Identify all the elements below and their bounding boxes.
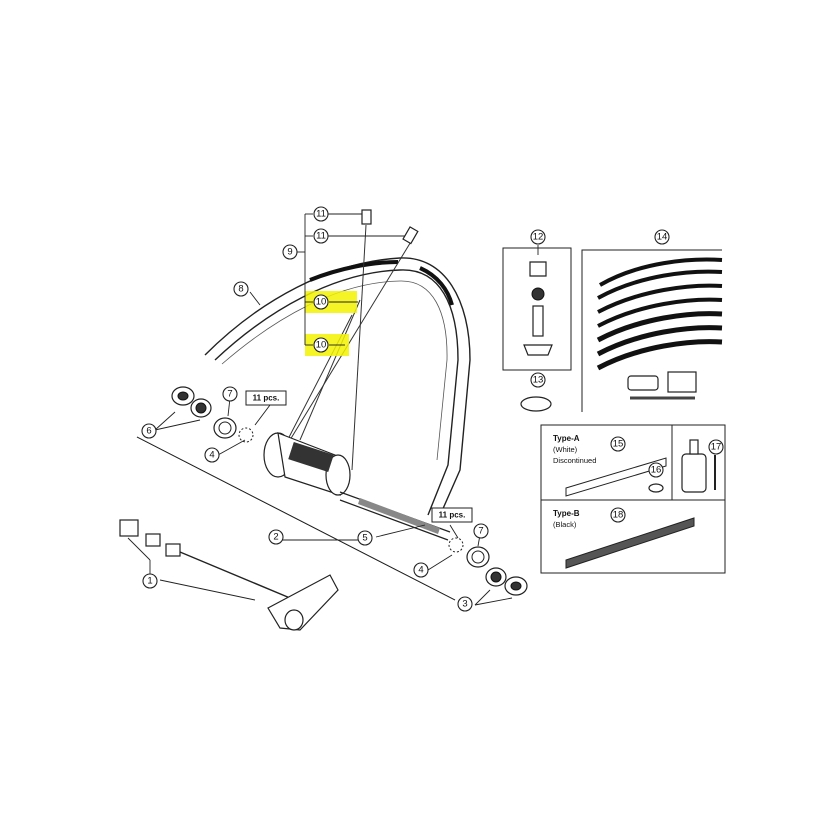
callout-3: 3 [457,596,473,612]
callout-11-second: 11 [313,228,329,244]
callout-11-top: 11 [313,206,329,222]
callout-7-right: 7 [473,523,489,539]
svg-text:5: 5 [362,533,367,544]
spoke-nipple-top [361,209,372,225]
svg-text:3: 3 [462,599,467,610]
spoke-nipple-angled [402,226,419,245]
svg-text:9: 9 [287,247,292,258]
left-ring-7 [213,417,237,439]
svg-text:7: 7 [227,389,232,400]
callout-16: 16 [648,462,664,478]
svg-text:11: 11 [316,209,326,220]
quantity-label-left: 11 pcs. [245,390,287,406]
svg-text:18: 18 [613,510,624,521]
callout-8: 8 [233,281,249,297]
quick-release-skewer [119,519,339,631]
type-b-color: (Black) [553,520,577,529]
left-ball-bearings [238,427,254,443]
callout-9: 9 [282,244,298,260]
svg-text:2: 2 [273,532,278,543]
svg-text:10: 10 [316,297,327,308]
svg-text:12: 12 [533,232,544,243]
rim [204,257,471,521]
svg-text:4: 4 [418,565,423,576]
type-a-title: Type-A [553,434,580,443]
right-bearing-cap [504,576,528,596]
right-ring-7 [466,546,490,568]
svg-text:11: 11 [316,231,326,242]
spokes [284,224,413,471]
callout-4-left: 4 [204,447,220,463]
callout-13: 13 [530,372,546,388]
svg-text:8: 8 [238,284,243,295]
svg-text:17: 17 [711,442,722,453]
callout-1: 1 [142,573,158,589]
rim-tape-box: Type-A (White) Discontinued Type-B (Blac… [540,424,726,574]
right-ball-bearings [448,537,464,553]
callout-2: 2 [268,529,284,545]
left-bearing-cap [171,386,195,406]
callout-6: 6 [141,423,157,439]
svg-text:1: 1 [147,576,152,587]
callout-12: 12 [530,229,546,245]
callout-5: 5 [357,530,373,546]
callout-7-left: 7 [222,386,238,402]
quantity-label-right: 11 pcs. [431,507,473,523]
hub-body [263,432,351,496]
callout-14: 14 [654,229,670,245]
svg-text:16: 16 [651,465,662,476]
svg-text:11 pcs.: 11 pcs. [439,511,466,520]
callout-15: 15 [610,436,626,452]
svg-text:13: 13 [533,375,544,386]
type-a-note: Discontinued [553,456,596,465]
svg-text:6: 6 [146,426,151,437]
svg-text:7: 7 [478,526,483,537]
callout-18: 18 [610,507,626,523]
hub-axle [339,491,451,541]
callout-4-right: 4 [413,562,429,578]
left-seal [190,398,212,418]
callout-10-bottom: 10 [313,337,329,353]
callout-10-top: 10 [313,294,329,310]
svg-text:4: 4 [209,450,214,461]
valve-parts-box [502,245,572,412]
svg-text:11 pcs.: 11 pcs. [253,394,280,403]
group-9-bracket [297,213,405,346]
callout-17: 17 [708,439,724,455]
right-seal [485,567,507,587]
type-b-title: Type-B [553,509,580,518]
svg-text:10: 10 [316,340,327,351]
rim-decal-set [581,249,723,412]
svg-text:15: 15 [613,439,624,450]
type-a-color: (White) [553,445,578,454]
svg-text:14: 14 [657,232,668,243]
